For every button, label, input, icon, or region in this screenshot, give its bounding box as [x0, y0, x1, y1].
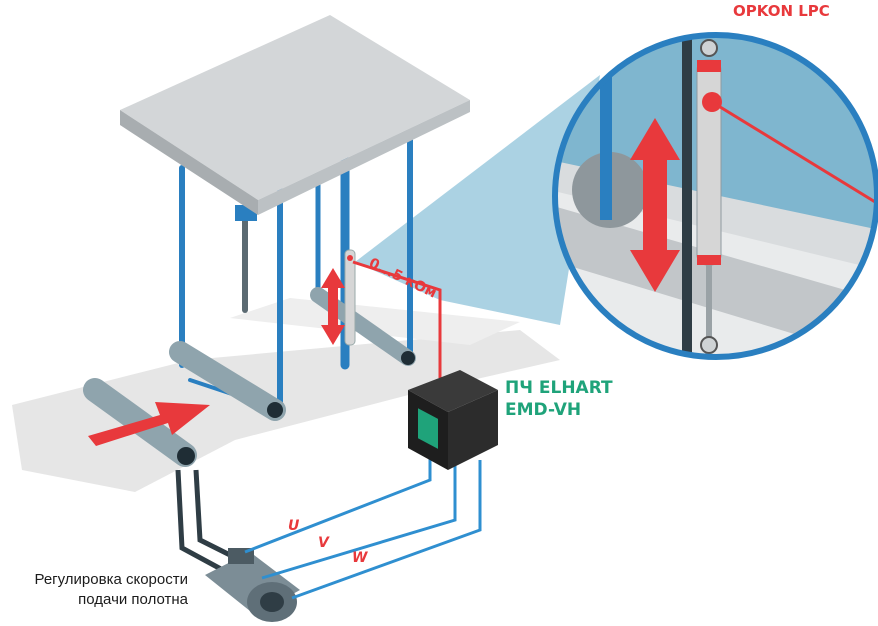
- drive-belt: [175, 469, 242, 578]
- signal-wire: [352, 260, 442, 378]
- caption: Регулировка скорости подачи полотна: [0, 570, 188, 610]
- double-arrow-vertical-icon: [630, 118, 680, 292]
- caption-line2: подачи полотна: [78, 591, 188, 608]
- arrow-right-icon: [88, 402, 210, 446]
- sensor-name-label: OPKON LPC: [733, 2, 830, 20]
- small-sensor: [344, 249, 356, 346]
- frequency-inverter: [408, 370, 498, 470]
- web-material: [12, 298, 560, 492]
- drive-label-line1: ПЧ ELHART: [505, 378, 613, 398]
- drive-label-line2: EMD-VH: [505, 400, 581, 420]
- magnifier-cone: [355, 75, 600, 325]
- phase-v-label: V: [318, 535, 330, 551]
- phase-wires: [244, 455, 482, 600]
- table-top: [120, 15, 470, 215]
- motor: [205, 548, 300, 622]
- double-arrow-vertical-icon: [321, 268, 345, 345]
- phase-w-label: W: [352, 550, 368, 566]
- caption-line1: Регулировка скорости: [34, 571, 188, 588]
- phase-u-label: U: [288, 518, 300, 534]
- magnifier: [552, 32, 878, 360]
